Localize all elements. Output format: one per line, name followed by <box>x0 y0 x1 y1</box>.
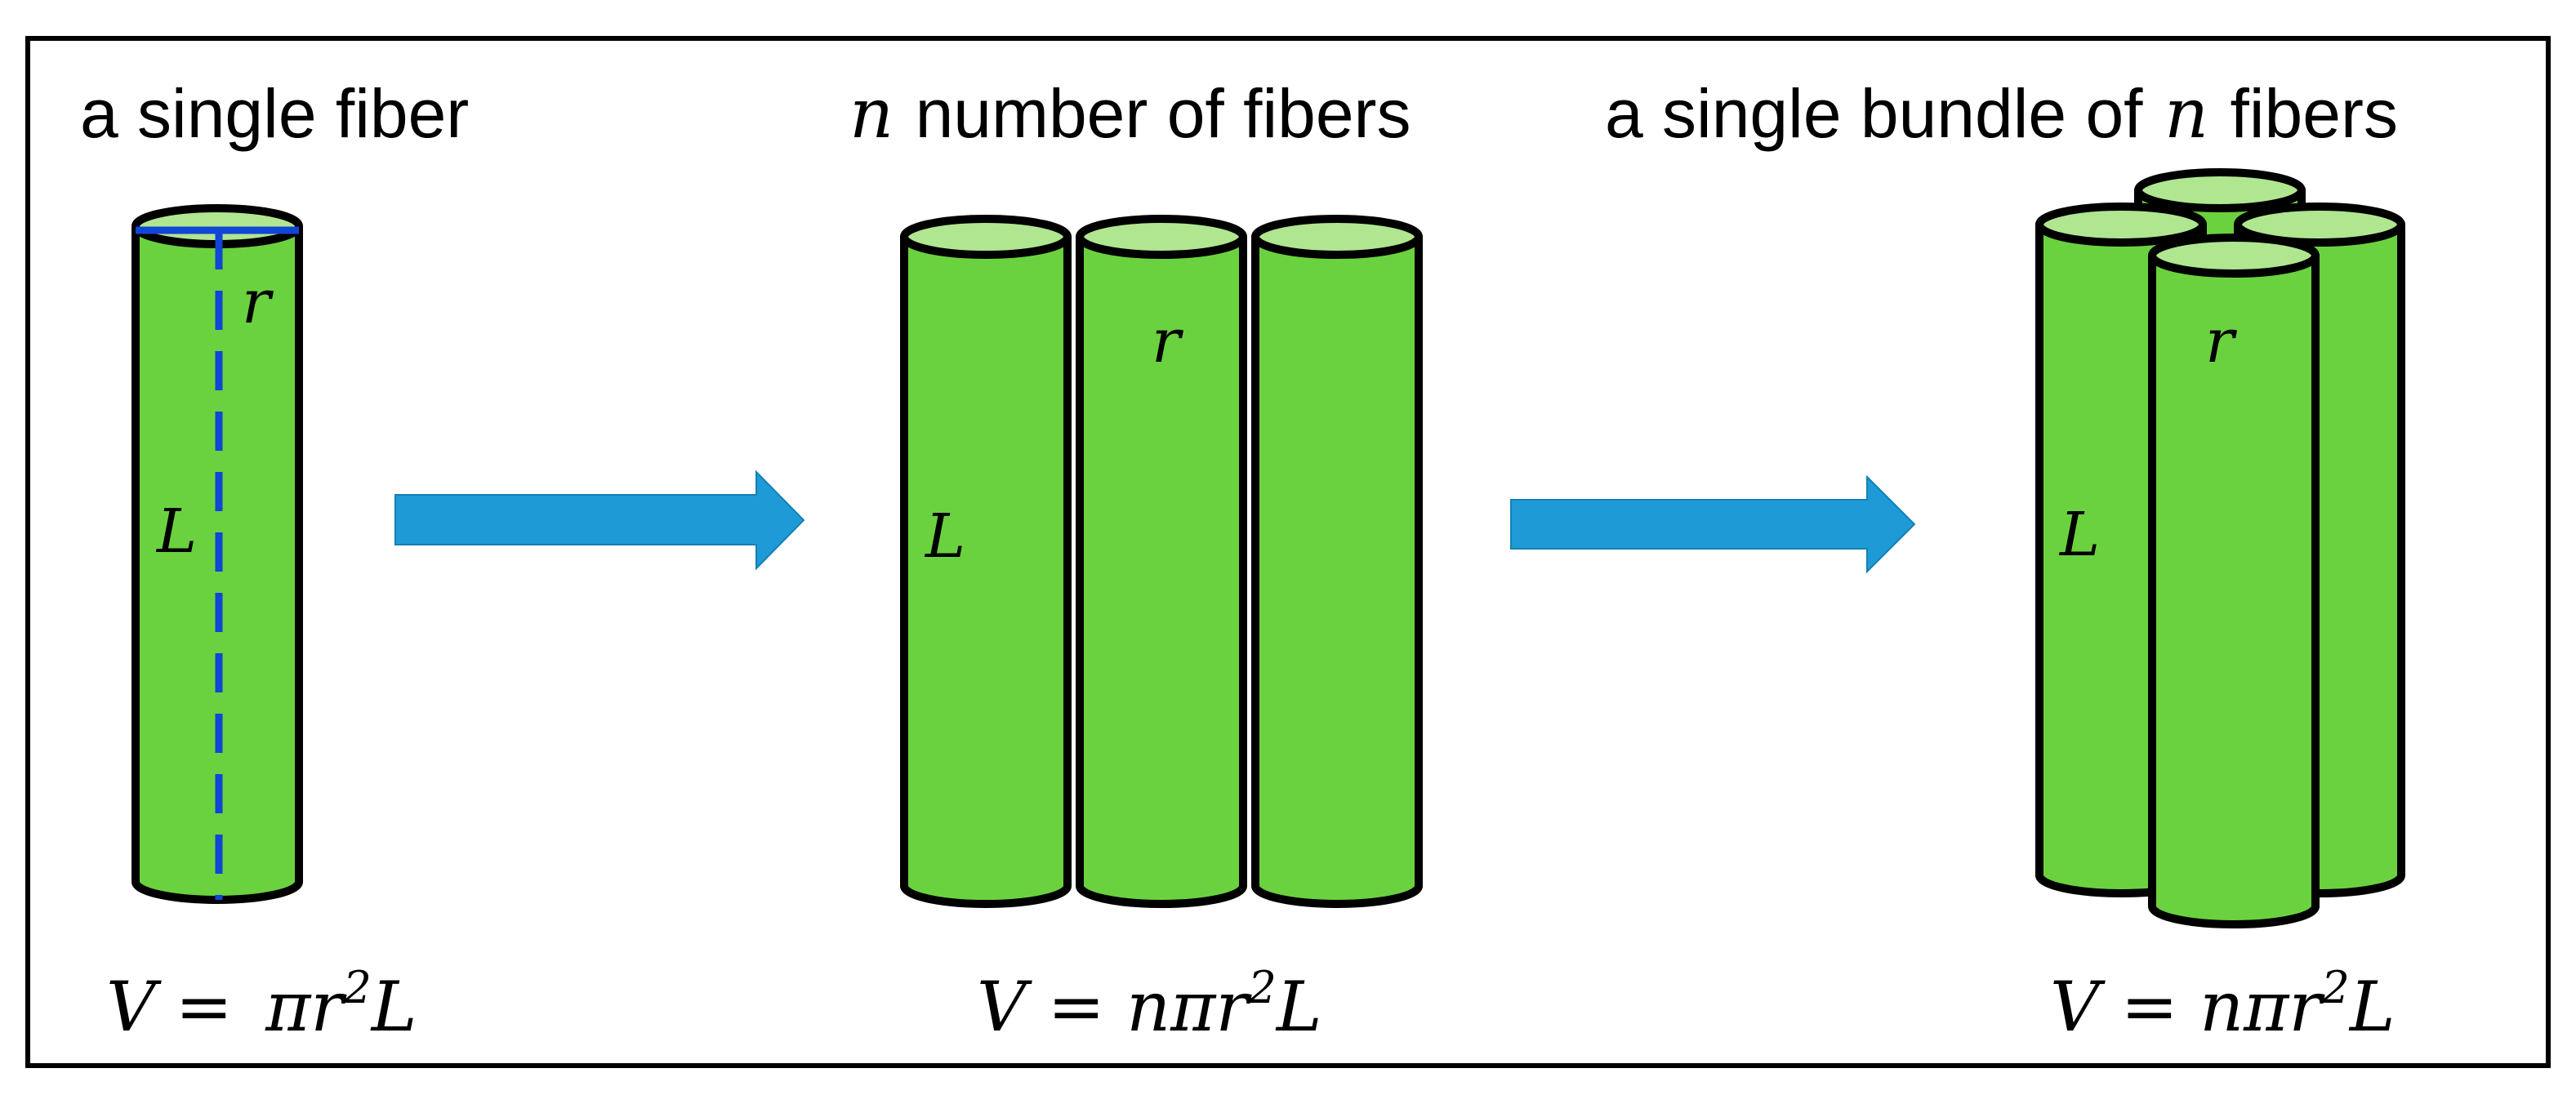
fiber-top <box>1076 215 1247 259</box>
fiber-top <box>900 215 1072 259</box>
single-fiber <box>131 204 303 904</box>
fiber-body <box>900 233 1072 908</box>
fiber-row <box>900 215 1423 908</box>
formula-bundle: V=nπr2L <box>2050 962 2396 1047</box>
length-label: L <box>924 501 965 572</box>
panel2-title-rest: number of fibers <box>916 75 1411 152</box>
panel2-title: n number of fibers <box>849 73 1411 154</box>
fiber-bundle <box>2035 168 2405 928</box>
formula-n-fibers: V=nπr2L <box>977 962 1322 1047</box>
fiber-body <box>2148 252 2320 928</box>
panel3-title-post: fibers <box>2231 75 2398 152</box>
panel1-title: a single fiber <box>80 75 469 152</box>
fiber-top <box>1251 215 1423 259</box>
fiber-top <box>2234 203 2405 247</box>
length-label: L <box>2058 500 2100 570</box>
radius-label: r <box>1152 306 1184 376</box>
panel3-title: a single bundle of n fibers <box>1605 73 2398 154</box>
fiber-body <box>1076 233 1247 908</box>
length-label: L <box>155 496 197 567</box>
panel2-title-var: n <box>849 73 894 154</box>
arrow-right-icon <box>1510 474 1916 574</box>
fiber-top <box>2134 168 2306 212</box>
panel3-title-pre: a single bundle of <box>1605 75 2143 152</box>
formula-single-fiber: V=πr2L <box>106 962 417 1047</box>
arrow-right-icon <box>394 470 805 571</box>
fiber-top <box>2035 203 2207 247</box>
radius-label: r <box>2205 306 2238 376</box>
radius-label: r <box>242 267 274 337</box>
panel3-title-var: n <box>2164 73 2208 154</box>
fiber-top <box>2148 234 2320 278</box>
fiber-body <box>1251 233 1423 908</box>
